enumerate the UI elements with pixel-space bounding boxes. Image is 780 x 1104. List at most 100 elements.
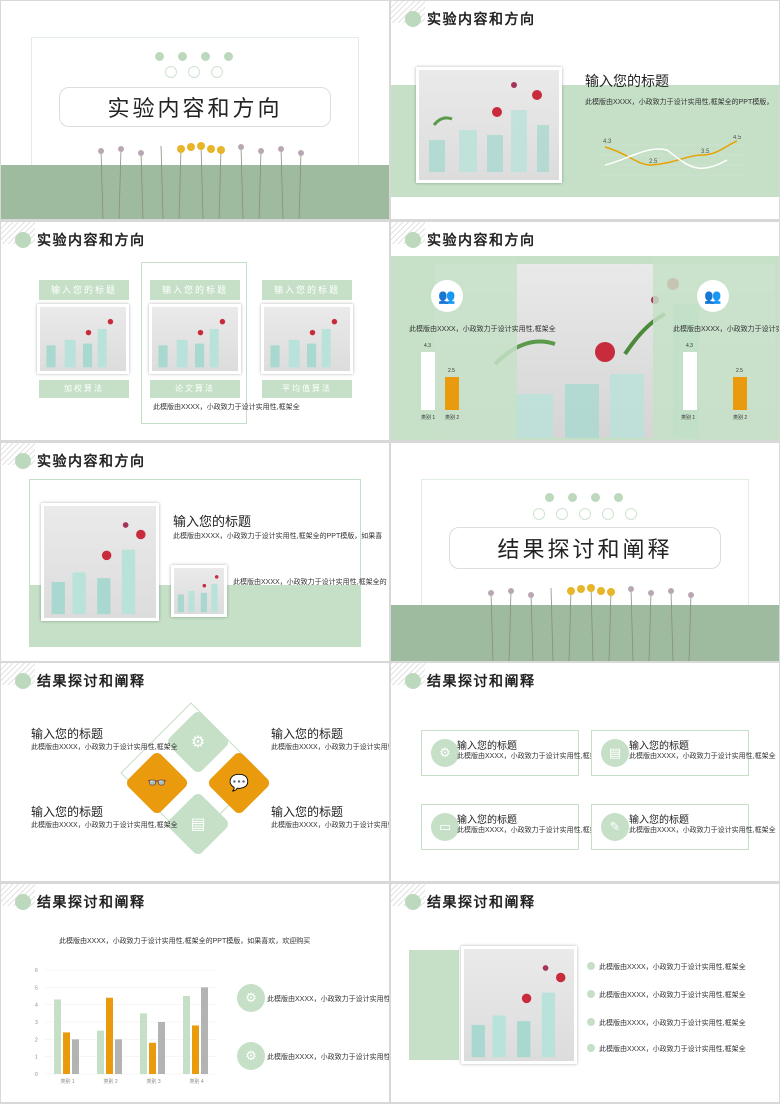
right-bar-1-label: 4.3 (686, 343, 693, 349)
box-2-desc: 此模版由XXXX，小政致力于设计实用性,框架全 (629, 753, 776, 760)
slide-bar-chart[interactable]: 结果探讨和阐释 此模版由XXXX，小政致力于设计实用性,框架全的PPT模版，如果… (1, 884, 389, 1102)
desc-bottom-right: 此模版由XXXX，小政致力于设计实用性 (271, 822, 389, 829)
bullet-text-3: 此模版由XXXX，小政致力于设计实用性,框架全 (599, 1020, 746, 1027)
slide-title: 实验内容和方向 (427, 232, 536, 248)
left-bar-2-label: 2.5 (448, 368, 455, 374)
content-title: 输入您的标题 (585, 73, 669, 89)
slide-cover-2[interactable]: 结果探讨和阐释 (391, 443, 779, 661)
bar (149, 1042, 156, 1074)
slide-title: 实验内容和方向 (37, 232, 146, 248)
x-category-label: 类别 3 (147, 1078, 161, 1085)
vase-photo-small (171, 565, 227, 617)
right-bar-2-label: 2.5 (736, 368, 743, 374)
header-dot (405, 894, 421, 910)
bullet-3 (587, 1018, 595, 1026)
card-bottom-2: 论文算法 (150, 380, 240, 398)
bar (183, 996, 190, 1074)
dot-row (155, 52, 233, 61)
card-tag-3: 输入您的标题 (262, 280, 352, 300)
box-3-title: 输入您的标题 (457, 815, 517, 826)
vase-photo (461, 946, 577, 1064)
box-4-title: 输入您的标题 (629, 815, 689, 826)
icon-desc-2: 此模版由XXXX，小政致力于设计实用性 (267, 1054, 389, 1061)
title-top-right: 输入您的标题 (271, 727, 344, 741)
slide-title: 结果探讨和阐释 (427, 673, 536, 689)
title-top-left: 输入您的标题 (31, 727, 104, 741)
outline-dot-row (165, 66, 223, 78)
vase-photo-large (41, 503, 159, 621)
y-tick-label: 0 (35, 1072, 38, 1078)
header-dot (15, 453, 31, 469)
box-1-desc: 此模版由XXXX，小政致力于设计实用性,框架全 (457, 753, 604, 760)
cover-title: 实验内容和方向 (59, 87, 331, 127)
card-photo-1 (37, 304, 129, 374)
left-bar-1 (421, 352, 435, 410)
line-label-4: 4.5 (733, 135, 742, 141)
slide-title: 实验内容和方向 (37, 453, 146, 469)
glasses-icon: 👓 (147, 775, 167, 792)
bar (115, 1039, 122, 1074)
right-bar-1 (683, 352, 697, 410)
right-cat-2: 类别 2 (733, 415, 748, 421)
y-tick-label: 2 (35, 1037, 38, 1043)
slide-four-boxes[interactable]: 结果探讨和阐释 ⚙ 输入您的标题 此模版由XXXX，小政致力于设计实用性,框架全… (391, 663, 779, 881)
gear-icon: ⚙ (237, 1042, 265, 1070)
slide-diamonds[interactable]: 结果探讨和阐释 ⚙ 👓 💬 ▤ 输入您的标题 此模版由XXXX，小政致力于设计实… (1, 663, 389, 881)
desc-bottom-left: 此模版由XXXX，小政致力于设计实用性,框架全 (31, 822, 178, 829)
content-desc-2: 此模版由XXXX，小政致力于设计实用性,框架全的 (233, 579, 387, 586)
chart-desc: 此模版由XXXX，小政致力于设计实用性,框架全的PPT模版，如果喜欢，欢迎购买 (59, 938, 311, 945)
slide-photo-bullets[interactable]: 结果探讨和阐释 此模版由XXXX，小政致力于设计实用性,框架全 此模版由XXXX… (391, 884, 779, 1102)
left-bar-1-label: 4.3 (424, 343, 431, 349)
bullet-2 (587, 990, 595, 998)
bottom-band (391, 605, 779, 661)
bar (54, 999, 61, 1074)
chat-icon: 💬 (229, 775, 249, 792)
dried-flowers-image (488, 584, 694, 661)
y-tick-label: 3 (35, 1020, 38, 1026)
line-chart: 4.3 2.5 3.5 4.5 (597, 135, 745, 176)
bar (158, 1022, 165, 1074)
slide-title: 结果探讨和阐释 (427, 894, 536, 910)
cover-title: 结果探讨和阐释 (449, 527, 721, 569)
slide-photo-bars[interactable]: 实验内容和方向 👥 👥 此模版由XXXX，小政致力于设计实用性,框架全 此模版由… (391, 222, 779, 440)
bullet-1 (587, 962, 595, 970)
pen-icon: ✎ (601, 813, 629, 841)
desc-top-left: 此模版由XXXX，小政致力于设计实用性,框架全 (31, 744, 178, 751)
y-tick-label: 4 (35, 1003, 38, 1009)
x-category-label: 类别 1 (61, 1078, 75, 1085)
bullet-text-1: 此模版由XXXX，小政致力于设计实用性,框架全 (599, 964, 746, 971)
gear-icon: ⚙ (431, 739, 459, 767)
x-category-label: 类别 2 (104, 1078, 118, 1085)
card-photo-3 (261, 304, 353, 374)
content-desc: 此模版由XXXX，小政致力于设计实用性,框架全的PPT模版，如果喜 (173, 533, 383, 540)
box-3-desc: 此模版由XXXX，小政致力于设计实用性,框架全 (457, 827, 604, 834)
slide-photo-text[interactable]: 实验内容和方向 输入您的标题 此模版由XXXX，小政致力于设计实用性,框架全的P… (1, 443, 389, 661)
gear-icon: ⚙ (237, 984, 265, 1012)
bar (192, 1025, 199, 1074)
line-label-1: 4.3 (603, 139, 612, 145)
header-dot (15, 673, 31, 689)
slide-title: 结果探讨和阐释 (37, 894, 146, 910)
right-cat-1: 类别 1 (681, 415, 696, 421)
bar (140, 1013, 147, 1074)
bar (201, 987, 208, 1074)
box-4-desc: 此模版由XXXX，小政致力于设计实用性,框架全 (629, 827, 776, 834)
bullet-text-4: 此模版由XXXX，小政致力于设计实用性,框架全 (599, 1046, 746, 1053)
slide-header: 实验内容和方向 (15, 450, 146, 472)
slide-three-cards[interactable]: 实验内容和方向 输入您的标题 输入您的标题 输入您的标题 加权算法 论文算法 平… (1, 222, 389, 440)
presentation-icon: ▤ (190, 816, 206, 833)
bar (63, 1032, 70, 1074)
card-tag-1: 输入您的标题 (39, 280, 129, 300)
slide-header: 结果探讨和阐释 (405, 891, 536, 913)
y-tick-label: 1 (35, 1055, 38, 1061)
bullet-4 (587, 1044, 595, 1052)
card-bottom-1: 加权算法 (39, 380, 129, 398)
slide-photo-linechart[interactable]: 实验内容和方向 输入您的标题 此模版由XXXX，小政致力于设计实用性,框架全的P… (391, 1, 779, 219)
vase-photo (416, 67, 562, 183)
header-dot (15, 232, 31, 248)
slide-cover-1[interactable]: 实验内容和方向 (1, 1, 389, 219)
header-dot (15, 894, 31, 910)
slide-header: 实验内容和方向 (405, 229, 536, 251)
card-tag-2: 输入您的标题 (150, 280, 240, 300)
